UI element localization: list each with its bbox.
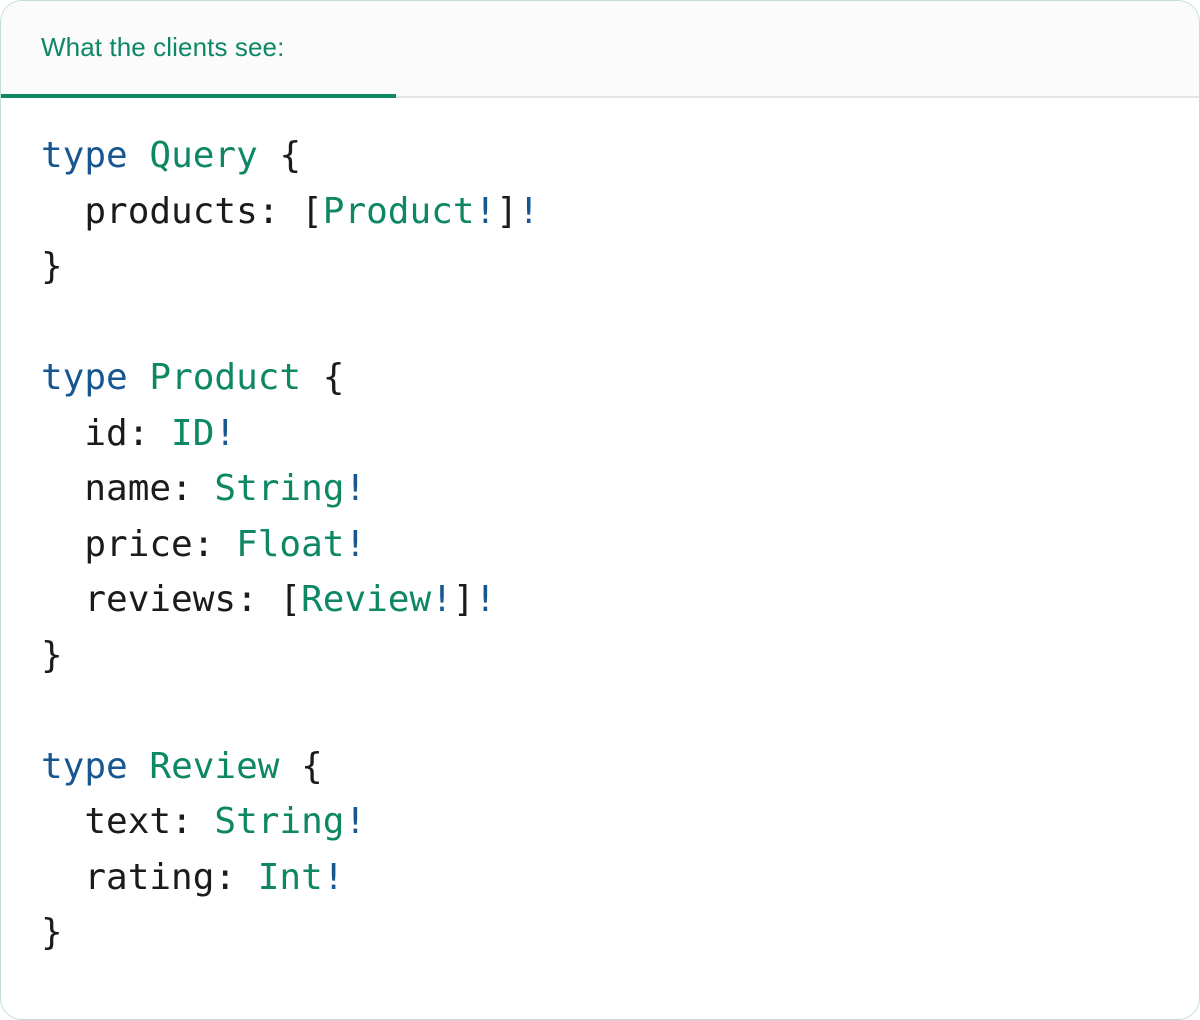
code-panel: type Query { products: [Product!]!} type…: [1, 98, 1199, 1017]
code-token: type: [41, 135, 128, 176]
code-token: type: [41, 357, 128, 398]
code-line: }: [41, 239, 1199, 295]
code-token: }: [41, 912, 63, 953]
code-line: text: String!: [41, 794, 1199, 850]
code-token: [128, 746, 150, 787]
code-token: Review: [149, 745, 280, 787]
code-token: !: [474, 190, 497, 232]
code-line: products: [Product!]!: [41, 184, 1199, 240]
code-line: }: [41, 628, 1199, 684]
code-token: !: [322, 856, 345, 898]
code-token: Review: [301, 579, 432, 620]
code-token: type: [41, 745, 128, 787]
code-token: }: [41, 634, 63, 676]
code-token: }: [41, 246, 63, 287]
code-token: Query: [149, 135, 258, 176]
code-token: !: [517, 190, 540, 232]
code-token: !: [344, 468, 367, 509]
code-token: {: [301, 357, 345, 398]
code-token: price:: [41, 523, 237, 565]
code-token: id:: [41, 412, 172, 454]
code-token: ID: [171, 412, 215, 454]
code-token: String: [214, 468, 345, 509]
code-token: reviews:: [41, 579, 280, 620]
code-line: }: [41, 905, 1199, 961]
code-token: [128, 135, 150, 176]
code-token: Int: [257, 856, 323, 898]
code-token: rating:: [41, 856, 258, 898]
code-line: price: Float!: [41, 517, 1199, 573]
code-token: name:: [41, 468, 215, 509]
code-token: ]: [452, 579, 475, 620]
code-token: Product: [149, 357, 302, 398]
code-token: text:: [41, 801, 215, 842]
code-token: products:: [41, 190, 302, 232]
code-line: id: ID!: [41, 406, 1199, 462]
code-line: reviews: [Review!]!: [41, 572, 1199, 628]
code-token: {: [279, 745, 323, 787]
code-line: type Review {: [41, 739, 1199, 795]
code-token: [128, 357, 150, 398]
code-token: [: [279, 579, 302, 620]
code-token: {: [257, 135, 302, 176]
code-line: type Query {: [41, 128, 1199, 184]
code-line: rating: Int!: [41, 850, 1199, 906]
code-token: !: [344, 523, 367, 565]
code-token: !: [431, 579, 453, 620]
code-token: [: [301, 190, 323, 232]
code-token: Float: [236, 523, 345, 565]
graphql-schema-code[interactable]: type Query { products: [Product!]!} type…: [1, 128, 1199, 961]
code-token: ]: [496, 190, 518, 232]
code-line: [41, 683, 1199, 739]
tab-bar: What the clients see:: [1, 1, 1199, 98]
tab-what-the-clients-see[interactable]: What the clients see:: [1, 1, 396, 98]
code-line: [41, 295, 1199, 351]
code-token: Product: [322, 190, 475, 232]
code-token: !: [474, 579, 497, 620]
code-line: name: String!: [41, 461, 1199, 517]
code-token: !: [344, 801, 367, 842]
tab-label: What the clients see:: [41, 32, 285, 62]
code-line: type Product {: [41, 350, 1199, 406]
code-token: !: [214, 412, 237, 454]
code-token: String: [214, 801, 345, 842]
